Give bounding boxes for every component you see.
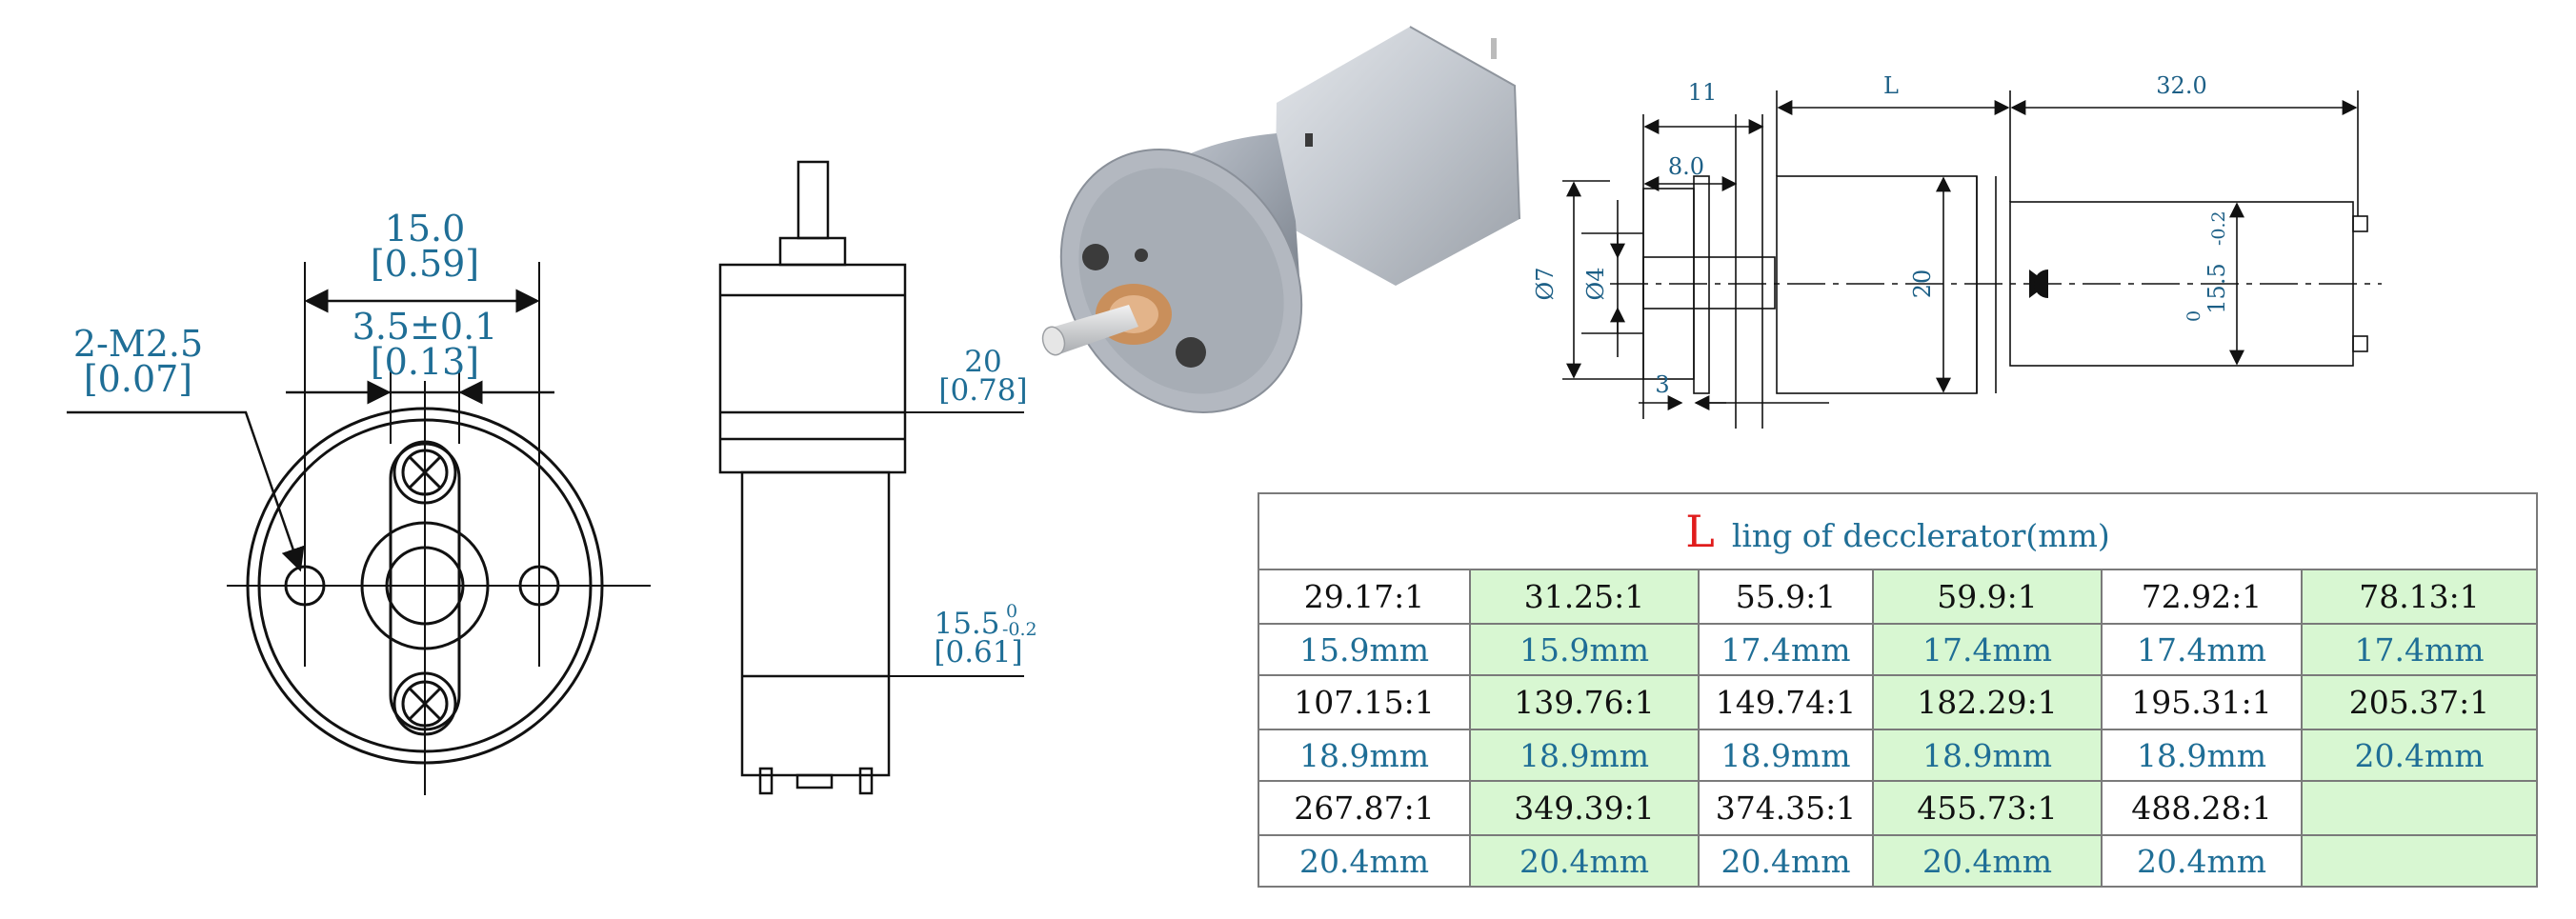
length-sup-label: 0 bbox=[1006, 601, 1017, 622]
side-dimension-labels: 20 [0.78] 15.5 0 -0.2 [0.61] bbox=[934, 345, 1036, 669]
ratio-cell: 72.92:1 bbox=[2101, 569, 2303, 626]
diameter-in-label: [0.78] bbox=[938, 373, 1027, 408]
length-cell: 20.4mm bbox=[1872, 834, 2103, 888]
table-row: 20.4mm 20.4mm 20.4mm 20.4mm 20.4mm bbox=[1258, 834, 2539, 888]
ratio-cell: 182.29:1 bbox=[1872, 674, 2103, 731]
dim-8-label: 8.0 bbox=[1668, 153, 1704, 180]
table-row: 15.9mm 15.9mm 17.4mm 17.4mm 17.4mm 17.4m… bbox=[1258, 623, 2539, 677]
length-main-label: 15.5 bbox=[934, 607, 999, 641]
dim-155-sup-label: 0 bbox=[2184, 310, 2204, 322]
length-cell: 18.9mm bbox=[1469, 729, 1700, 783]
length-sub-label: -0.2 bbox=[1002, 619, 1037, 640]
width-dim-in-label: [0.59] bbox=[371, 243, 479, 285]
length-cell: 17.4mm bbox=[2101, 623, 2303, 677]
ratio-cell: 195.31:1 bbox=[2101, 674, 2303, 731]
ratio-cell: 149.74:1 bbox=[1698, 674, 1874, 731]
ratio-cell: 59.9:1 bbox=[1872, 569, 2103, 626]
dim-d7-label: Ø7 bbox=[1532, 268, 1559, 301]
dim-32-label: 32.0 bbox=[2156, 72, 2206, 99]
ratio-cell: 267.87:1 bbox=[1258, 780, 1471, 837]
ratio-cell: 374.35:1 bbox=[1698, 780, 1874, 837]
length-cell bbox=[2300, 834, 2539, 888]
length-cell: 18.9mm bbox=[2101, 729, 2303, 783]
length-cell: 20.4mm bbox=[1698, 834, 1874, 888]
ratio-cell: 455.73:1 bbox=[1872, 780, 2103, 837]
hole-label-in: [0.07] bbox=[84, 358, 192, 400]
ratio-cell: 349.39:1 bbox=[1469, 780, 1700, 837]
length-cell: 20.4mm bbox=[2300, 729, 2539, 783]
tech-dimension-labels: 11 L 32.0 8.0 Ø7 Ø4 20 3 15.5 0 -0.2 bbox=[1532, 72, 2230, 398]
length-cell: 20.4mm bbox=[1258, 834, 1471, 888]
shaft-dim-in-label: [0.13] bbox=[371, 341, 479, 383]
diameter-label: 20 bbox=[964, 345, 1001, 379]
side-view bbox=[718, 160, 1024, 795]
length-cell: 20.4mm bbox=[1469, 834, 1700, 888]
length-cell: 18.9mm bbox=[1698, 729, 1874, 783]
table-row: 107.15:1 139.76:1 149.74:1 182.29:1 195.… bbox=[1258, 674, 2539, 731]
dim-155-sub-label: -0.2 bbox=[2208, 210, 2229, 246]
dim-155-group: 15.5 0 -0.2 bbox=[2184, 210, 2230, 322]
length-cell: 18.9mm bbox=[1872, 729, 2103, 783]
front-view bbox=[67, 262, 651, 795]
length-cell: 18.9mm bbox=[1258, 729, 1471, 783]
title-text: ling of decclerator(mm) bbox=[1731, 517, 2110, 555]
dim-L-label: L bbox=[1883, 72, 1899, 99]
length-in-label: [0.61] bbox=[934, 635, 1022, 669]
hole-label: 2-M2.5 bbox=[73, 323, 203, 365]
dim-3-label: 3 bbox=[1655, 371, 1669, 398]
ratio-cell: 205.37:1 bbox=[2300, 674, 2539, 731]
dim-155-main-label: 15.5 bbox=[2204, 263, 2230, 313]
length-cell: 17.4mm bbox=[2300, 623, 2539, 677]
length-cell: 15.9mm bbox=[1469, 623, 1700, 677]
length-cell: 15.9mm bbox=[1258, 623, 1471, 677]
table-row: 18.9mm 18.9mm 18.9mm 18.9mm 18.9mm 20.4m… bbox=[1258, 729, 2539, 783]
length-cell: 17.4mm bbox=[1872, 623, 2103, 677]
front-dimension-labels: 15.0 [0.59] 3.5±0.1 [0.13] 2-M2.5 [0.07] bbox=[73, 208, 498, 400]
length-cell: 20.4mm bbox=[2101, 834, 2303, 888]
ratio-cell: 139.76:1 bbox=[1469, 674, 1700, 731]
shaft-dim-label: 3.5±0.1 bbox=[352, 306, 498, 348]
dim-d4-label: Ø4 bbox=[1582, 268, 1609, 301]
ratio-cell: 29.17:1 bbox=[1258, 569, 1471, 626]
ratio-cell: 78.13:1 bbox=[2300, 569, 2539, 626]
ratio-cell: 31.25:1 bbox=[1469, 569, 1700, 626]
table-row: 267.87:1 349.39:1 374.35:1 455.73:1 488.… bbox=[1258, 780, 2539, 837]
dim-11-label: 11 bbox=[1688, 79, 1718, 106]
ratio-cell: 107.15:1 bbox=[1258, 674, 1471, 731]
table-row: 29.17:1 31.25:1 55.9:1 59.9:1 72.92:1 78… bbox=[1258, 569, 2539, 626]
title-letter: L bbox=[1685, 506, 1715, 558]
motor-photo bbox=[1041, 26, 1520, 413]
width-dim-label: 15.0 bbox=[385, 208, 466, 250]
ratio-cell: 488.28:1 bbox=[2101, 780, 2303, 837]
ratio-cell: 55.9:1 bbox=[1698, 569, 1874, 626]
tech-drawing bbox=[1562, 90, 2382, 429]
ratio-cell bbox=[2300, 780, 2539, 837]
length-cell: 17.4mm bbox=[1698, 623, 1874, 677]
dim-20-label: 20 bbox=[1909, 270, 1936, 299]
